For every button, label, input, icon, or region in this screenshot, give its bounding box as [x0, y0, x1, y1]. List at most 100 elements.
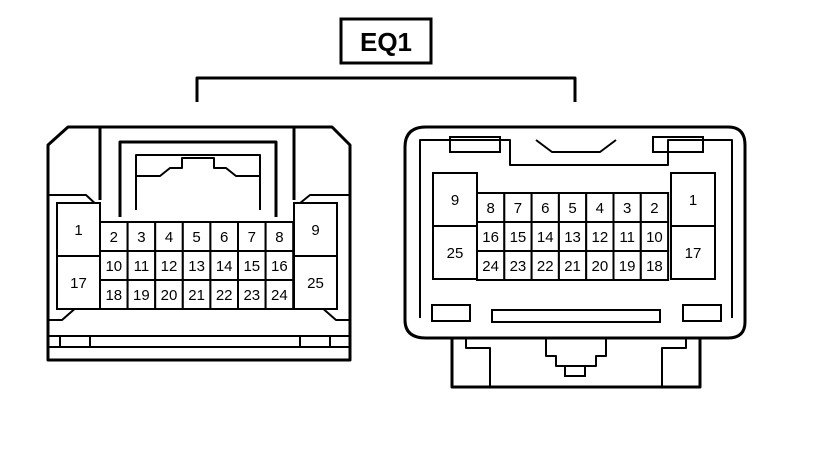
- title-label: EQ1: [360, 27, 412, 57]
- left-pin-8-box: [264, 221, 295, 252]
- right-bottom-bar: [491, 309, 661, 323]
- left-connector-body: [46, 125, 352, 362]
- left-latch-outer: [98, 125, 296, 200]
- left-pin-14-label: 14: [216, 258, 233, 275]
- left-latch-window: [135, 154, 261, 210]
- right-top-slot: [652, 136, 704, 153]
- title-bracket: [195, 76, 577, 102]
- right-pin-17: 17: [670, 225, 716, 280]
- left-pin-16: 16: [264, 250, 295, 281]
- left-pin-7: 7: [237, 221, 267, 252]
- left-pin-25-box: [293, 255, 338, 310]
- right-lock-housing: [450, 338, 702, 389]
- left-pin-1-label: 1: [74, 222, 82, 239]
- left-pin-17-label: 17: [70, 275, 87, 292]
- right-pin-20-label: 20: [592, 258, 609, 275]
- left-pin-25: 25: [293, 255, 338, 310]
- right-pin-20: 20: [585, 250, 615, 281]
- left-pin-14: 14: [209, 250, 239, 281]
- right-lock-stub: [564, 365, 586, 377]
- left-pin-9-label: 9: [311, 222, 319, 239]
- right-pin-22: 22: [530, 250, 560, 281]
- left-pin-20: 20: [154, 279, 184, 310]
- right-pin-23: 23: [503, 250, 533, 281]
- left-pin-12-label: 12: [161, 258, 178, 275]
- right-pin-15-label: 15: [510, 229, 527, 246]
- left-pin-6: 6: [209, 221, 239, 252]
- left-pin-10-label: 10: [105, 258, 122, 275]
- left-pin-21-label: 21: [188, 287, 205, 304]
- right-pin-12-label: 12: [592, 229, 609, 246]
- right-pin-3: 3: [612, 192, 642, 223]
- left-pin-16-label: 16: [271, 258, 288, 275]
- left-pin-11-box: [126, 250, 157, 281]
- right-pin-9: 9: [432, 172, 478, 227]
- right-pin-22-label: 22: [537, 258, 554, 275]
- left-pin-18-label: 18: [105, 287, 122, 304]
- left-pin-7-box: [237, 221, 267, 252]
- right-pin-18-box: [639, 250, 670, 281]
- left-pin-2-label: 2: [110, 229, 118, 246]
- right-pin-7-label: 7: [514, 200, 522, 217]
- right-pin-16: 16: [476, 221, 506, 252]
- left-pin-17: 17: [56, 255, 101, 310]
- right-pin-20-box: [585, 250, 615, 281]
- left-pin-11-label: 11: [134, 258, 150, 275]
- right-connector-body: [403, 125, 747, 340]
- left-pin-5-label: 5: [192, 229, 200, 246]
- left-pin-18-box: [99, 279, 129, 310]
- right-pin-16-label: 16: [482, 229, 499, 246]
- right-pin-11-label: 11: [619, 229, 635, 246]
- left-pin-19-label: 19: [133, 287, 150, 304]
- right-pin-17-label: 17: [685, 245, 702, 262]
- left-pin-23: 23: [237, 279, 267, 310]
- right-pin-9-label: 9: [451, 192, 459, 209]
- left-pin-4-label: 4: [165, 229, 173, 246]
- right-pin-12-box: [585, 221, 615, 252]
- left-pin-21-box: [181, 279, 212, 310]
- right-pin-21-label: 21: [564, 258, 581, 275]
- title-group: EQ1: [195, 17, 577, 102]
- left-foot-tab: [299, 335, 331, 348]
- left-pin-7-label: 7: [248, 229, 256, 246]
- right-pin-6: 6: [530, 192, 560, 223]
- left-pin-9: 9: [293, 202, 338, 257]
- right-pin-15: 15: [503, 221, 533, 252]
- left-pin-25-label: 25: [307, 275, 324, 292]
- left-pin-15: 15: [237, 250, 267, 281]
- right-pin-25: 25: [432, 225, 478, 280]
- right-pin-19-label: 19: [619, 258, 636, 275]
- right-connector: [403, 125, 747, 389]
- left-foot-tab: [59, 335, 91, 348]
- left-pin-6-label: 6: [220, 229, 228, 246]
- right-pin-5-label: 5: [568, 200, 576, 217]
- right-pin-24-label: 24: [482, 258, 499, 275]
- right-pin-2: 2: [639, 192, 670, 223]
- right-pin-7: 7: [503, 192, 533, 223]
- right-pin-18-label: 18: [646, 258, 663, 275]
- left-pin-24-label: 24: [271, 287, 288, 304]
- left-pin-19-box: [126, 279, 157, 310]
- right-pin-1-box: [670, 172, 716, 227]
- right-pin-13-label: 13: [564, 229, 581, 246]
- right-pin-22-box: [530, 250, 560, 281]
- right-pin-19: 19: [612, 250, 642, 281]
- right-pin-24: 24: [476, 250, 506, 281]
- left-pin-18: 18: [99, 279, 129, 310]
- right-pin-21: 21: [557, 250, 588, 281]
- left-pin-4: 4: [154, 221, 184, 252]
- left-pin-23-box: [237, 279, 267, 310]
- left-pin-3: 3: [126, 221, 157, 252]
- left-pin-24: 24: [264, 279, 295, 310]
- right-pin-25-box: [432, 225, 478, 280]
- left-pin-13-label: 13: [188, 258, 205, 275]
- right-pin-25-label: 25: [447, 245, 464, 262]
- right-pin-14: 14: [530, 221, 560, 252]
- left-pin-11: 11: [126, 250, 157, 281]
- left-pin-8-label: 8: [275, 229, 283, 246]
- right-pin-8: 8: [476, 192, 506, 223]
- left-pin-1: 1: [56, 202, 101, 257]
- left-pin-8: 8: [264, 221, 295, 252]
